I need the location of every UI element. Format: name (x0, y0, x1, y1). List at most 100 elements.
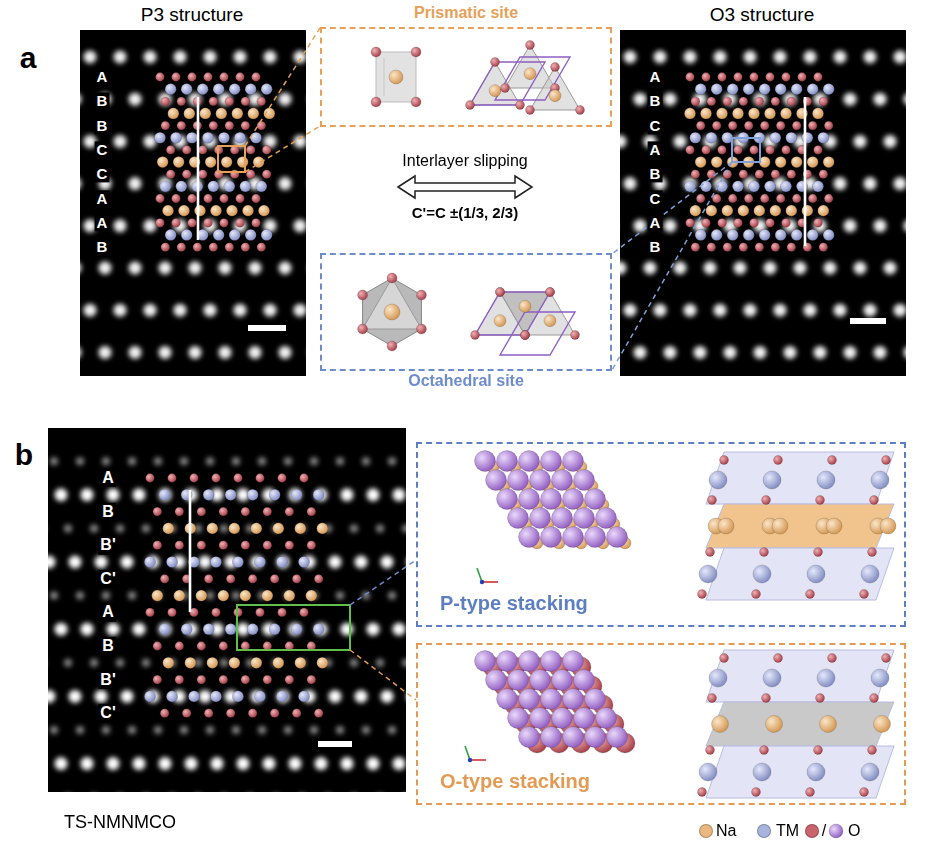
o-atom (563, 689, 584, 710)
tm-atom (711, 84, 722, 95)
atom-column (116, 524, 124, 532)
atom-column (388, 726, 396, 734)
atom-column (350, 659, 358, 667)
o-atom (236, 194, 245, 203)
atom-column (381, 556, 394, 569)
atom-column (64, 524, 72, 532)
o-atom (156, 194, 165, 203)
o-atom (508, 470, 529, 491)
tm-atom (218, 132, 229, 143)
atom-column (189, 262, 202, 275)
tm-atom (210, 691, 221, 702)
leader-line (612, 162, 732, 370)
na-atom (273, 523, 284, 534)
o-atom (146, 474, 155, 483)
o-atom (521, 331, 530, 340)
na-atom (384, 304, 400, 320)
atom-column (854, 262, 867, 275)
atom-column (264, 51, 277, 64)
na-atom (874, 716, 891, 733)
stem-image (620, 51, 906, 359)
legend-separator: / (822, 822, 826, 840)
o-atom (519, 489, 540, 510)
o-atom (190, 474, 199, 483)
tm-atom (727, 84, 738, 95)
o-atom (225, 97, 234, 106)
o-atom (702, 146, 711, 155)
o-atom (686, 73, 695, 82)
o-atom (755, 97, 764, 106)
atom-column (55, 757, 68, 770)
atom-column (774, 304, 787, 317)
o-atom (153, 642, 162, 651)
atom-column (644, 262, 657, 275)
atom-column (144, 219, 157, 232)
o-atom (285, 507, 294, 516)
atom-column (234, 304, 247, 317)
o-atom (172, 218, 181, 227)
o-atom (760, 548, 769, 557)
o-atom (241, 243, 250, 252)
atom-column (174, 304, 187, 317)
atom-column (84, 304, 97, 317)
atom-column (232, 726, 240, 734)
atom-column (99, 346, 112, 359)
tm-atom (791, 229, 802, 240)
tm-atom (154, 132, 165, 143)
o-atom (860, 590, 869, 599)
o-atom (307, 541, 316, 550)
o-atom (168, 608, 177, 617)
atom-column (804, 51, 817, 64)
stacking-letter: A (648, 214, 663, 231)
o-atom (285, 675, 294, 684)
atom-column (884, 135, 897, 148)
o-atom (706, 548, 715, 557)
tm-atom (225, 624, 236, 635)
o-atom (702, 73, 711, 82)
atom-column (199, 690, 212, 703)
o-atom (723, 97, 732, 106)
na-atom (820, 716, 837, 733)
na-atom (152, 590, 163, 601)
atom-column (624, 177, 637, 190)
box-title: P-type stacking (440, 592, 588, 615)
atom-column (376, 659, 384, 667)
o-atom (787, 170, 796, 179)
atom-column (237, 757, 250, 770)
tm-atom (753, 763, 771, 781)
na-atom (695, 156, 706, 167)
o-atom (219, 642, 228, 651)
o-atom (182, 170, 191, 179)
o-atom (868, 548, 877, 557)
o-atom (411, 97, 421, 107)
atom-column (64, 659, 72, 667)
o-atom (686, 218, 695, 227)
sample-name: TS-NMNMCO (64, 812, 176, 833)
o-atom (771, 170, 780, 179)
o-atom (712, 194, 721, 203)
o-atom (707, 170, 716, 179)
o-atom (257, 97, 266, 106)
tm-atom (213, 84, 224, 95)
tm-atom (210, 556, 221, 567)
tm-atom (699, 763, 717, 781)
atom-column (180, 726, 188, 734)
o-atom (248, 574, 257, 583)
o-atom (270, 574, 279, 583)
atom-column (784, 346, 797, 359)
o-atom (585, 689, 606, 710)
o-atom (252, 73, 261, 82)
tm-atom (780, 181, 791, 192)
o-atom (530, 470, 551, 491)
o-atom (691, 97, 700, 106)
na-layer (706, 702, 894, 746)
atom-column (133, 623, 146, 636)
atom-column (704, 262, 717, 275)
na-atom (519, 300, 531, 312)
tm-atom (711, 229, 722, 240)
stacking-letter: A (95, 214, 110, 231)
stem-image (620, 30, 906, 376)
o-atom (552, 470, 573, 491)
o-atom (209, 243, 218, 252)
site-box: Prismatic site (320, 27, 612, 127)
